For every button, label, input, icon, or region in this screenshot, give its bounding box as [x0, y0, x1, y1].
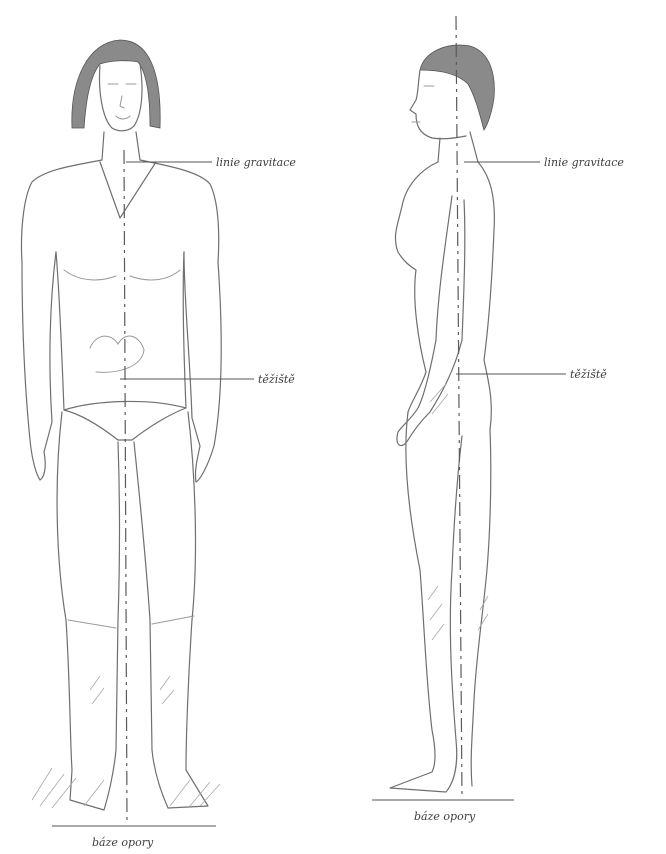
side-line-of-gravity-label: linie gravitace: [544, 156, 624, 169]
front-base-of-support-label: báze opory: [92, 836, 154, 849]
front-center-of-gravity-label: těžiště: [258, 373, 295, 386]
side-arm: [397, 196, 465, 446]
front-line-of-gravity: [124, 150, 127, 822]
side-torso: [395, 162, 494, 430]
side-base-of-support-label: báze opory: [414, 810, 476, 823]
side-face: [410, 70, 466, 139]
front-right-leg: [134, 412, 208, 808]
side-center-of-gravity-label: těžiště: [570, 368, 607, 381]
front-left-arm: [22, 252, 56, 480]
front-line-of-gravity-label: linie gravitace: [216, 156, 296, 169]
front-torso: [21, 160, 218, 262]
side-line-of-gravity: [456, 16, 462, 798]
front-face: [100, 64, 143, 131]
front-right-arm: [184, 252, 221, 482]
side-front-leg: [390, 412, 462, 792]
front-left-leg: [57, 412, 119, 810]
side-figure: [372, 16, 566, 800]
